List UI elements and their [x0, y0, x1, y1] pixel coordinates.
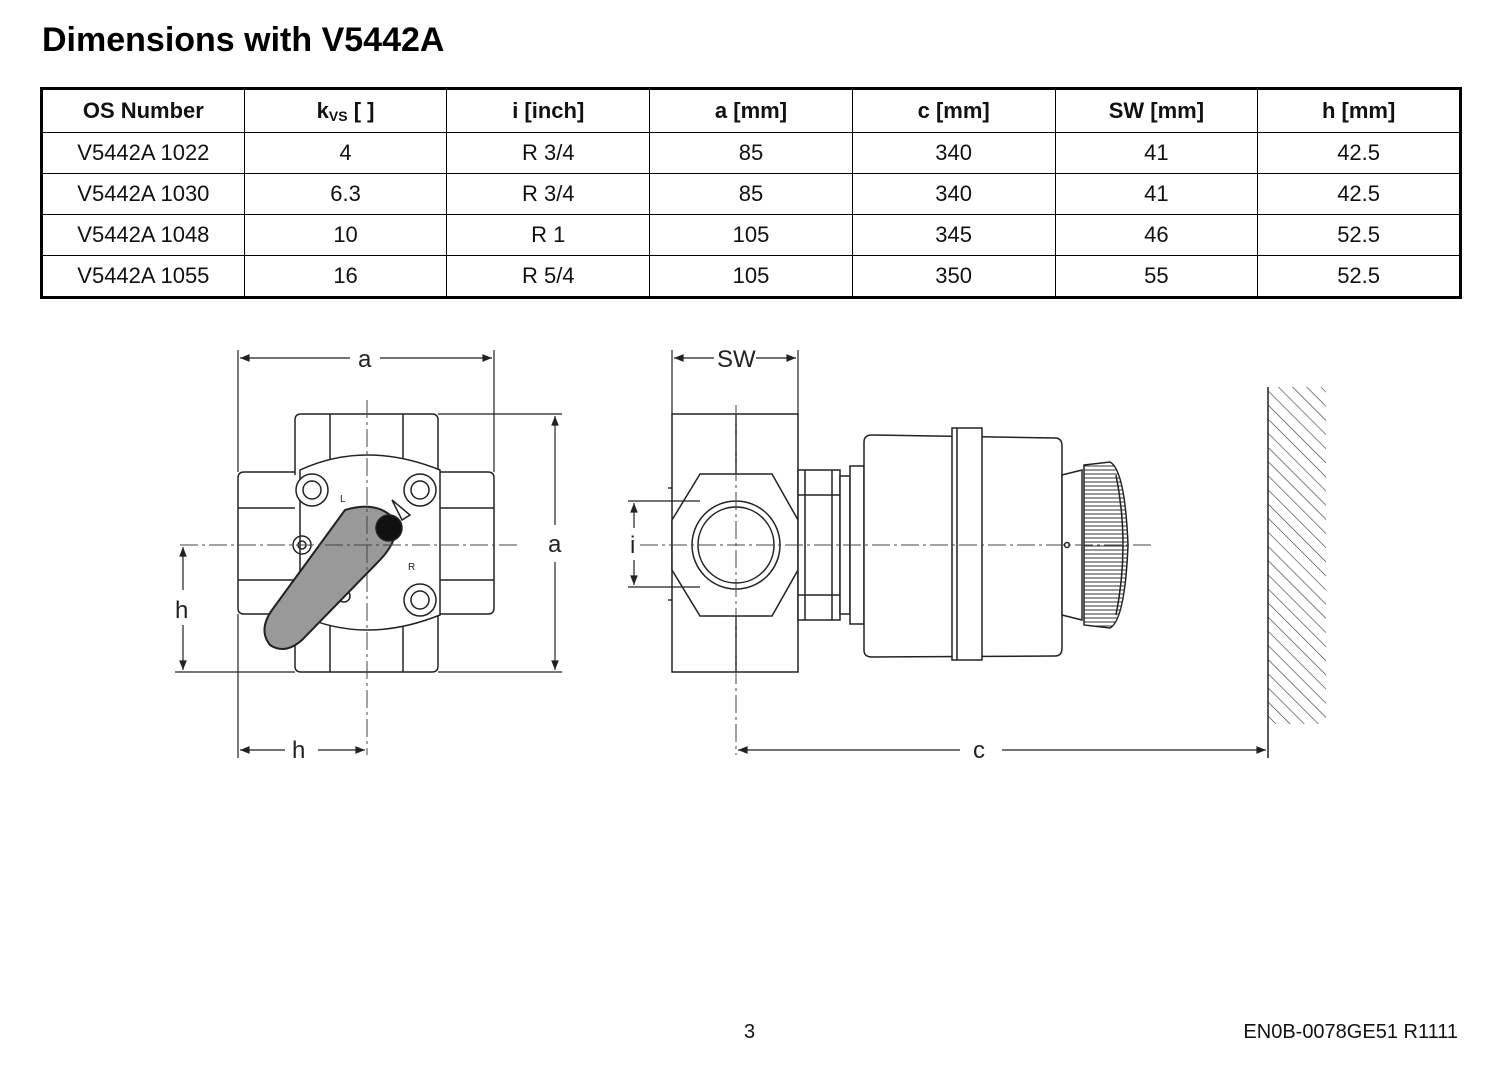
cell-os-number: V5442A 1048 [41, 214, 245, 256]
cell-sw: 55 [1054, 255, 1259, 298]
cell-i: R 1 [446, 214, 651, 256]
col-kvs-unit: [ ] [347, 98, 375, 123]
dim-label-c: c [973, 737, 985, 764]
cell-h: 42.5 [1257, 173, 1461, 215]
side-view [668, 413, 1129, 673]
cell-i: R 3/4 [446, 132, 651, 174]
dim-label-a-side: a [548, 531, 562, 558]
table-row: V5442A 1048 10 R 1 105 345 46 52.5 [41, 214, 1461, 256]
col-kvs: kVS [ ] [243, 88, 448, 133]
page-number: 3 [744, 1021, 756, 1043]
cell-i: R 3/4 [446, 173, 651, 215]
col-kvs-main: k [316, 98, 329, 123]
cell-kvs: 4 [243, 132, 448, 174]
cell-sw: 41 [1054, 132, 1259, 174]
mark-r: R [408, 562, 415, 573]
cell-sw: 41 [1054, 173, 1259, 215]
cell-c: 340 [851, 173, 1056, 215]
cell-os-number: V5442A 1055 [41, 255, 245, 298]
document-code: EN0B-0078GE51 R1111 [1243, 1021, 1458, 1043]
col-sw-mm: SW [mm] [1054, 88, 1259, 133]
cell-c: 350 [851, 255, 1056, 298]
dim-label-h-side: h [175, 597, 188, 624]
cell-kvs: 16 [243, 255, 448, 298]
table-row: V5442A 1022 4 R 3/4 85 340 41 42.5 [41, 132, 1461, 174]
front-view [237, 413, 495, 673]
cell-sw: 46 [1054, 214, 1259, 256]
front-port-horizontal [237, 471, 295, 615]
cell-c: 340 [851, 132, 1056, 174]
table-header-row: OS Number kVS [ ] i [inch] a [mm] c [mm]… [41, 88, 1461, 133]
dim-label-i: i [630, 532, 635, 559]
mark-l: L [340, 494, 346, 505]
dimensions-table: OS Number kVS [ ] i [inch] a [mm] c [mm]… [40, 87, 1462, 299]
cell-os-number: V5442A 1030 [41, 173, 245, 215]
section-heading-text: Dimensions with V5442A [42, 21, 445, 52]
cell-a: 85 [649, 173, 853, 215]
col-kvs-sub: VS [328, 108, 348, 124]
wall-hatch [1268, 387, 1326, 724]
cell-os-number: V5442A 1022 [41, 132, 245, 174]
cell-h: 42.5 [1257, 132, 1461, 174]
actuator-knob-base [1061, 469, 1083, 621]
lever-handle [263, 505, 397, 650]
table-row: V5442A 1030 6.3 R 3/4 85 340 41 42.5 [41, 173, 1461, 215]
cell-a: 105 [649, 214, 853, 256]
cell-kvs: 6.3 [243, 173, 448, 215]
dim-label-sw: SW [717, 346, 756, 373]
cell-c: 345 [851, 214, 1056, 256]
dim-label-h-bottom: h [292, 737, 305, 764]
cell-h: 52.5 [1257, 214, 1461, 256]
dim-label-a-top: a [358, 346, 372, 373]
section-heading: Dimensions with V5442A [42, 12, 444, 52]
col-h-mm: h [mm] [1257, 88, 1461, 133]
cell-a: 85 [649, 132, 853, 174]
col-os-number: OS Number [41, 88, 245, 133]
cell-a: 105 [649, 255, 853, 298]
col-i-inch: i [inch] [446, 88, 651, 133]
table-row: V5442A 1055 16 R 5/4 105 350 55 52.5 [41, 255, 1461, 298]
cell-h: 52.5 [1257, 255, 1461, 298]
col-c-mm: c [mm] [851, 88, 1056, 133]
cell-i: R 5/4 [446, 255, 651, 298]
valve-dimension-drawing: L R a a h h [175, 346, 1326, 764]
col-a-mm: a [mm] [649, 88, 853, 133]
cell-kvs: 10 [243, 214, 448, 256]
